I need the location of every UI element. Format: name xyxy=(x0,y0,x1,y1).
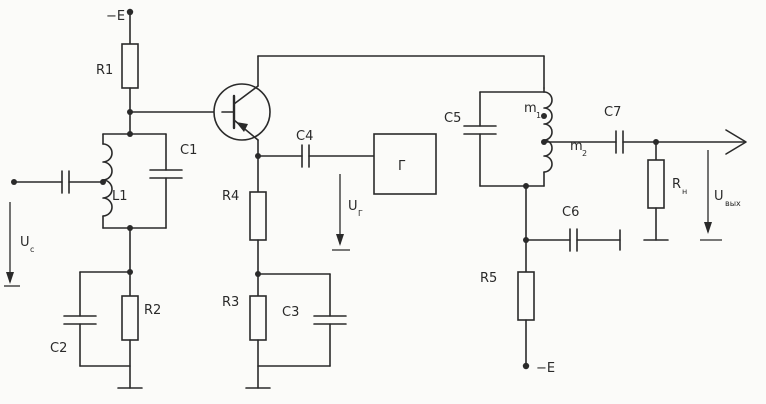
u-input-label: U xyxy=(20,235,30,250)
c7-label: C7 xyxy=(604,105,621,120)
c1-label: C1 xyxy=(180,143,197,158)
generator-label: Г xyxy=(398,159,406,174)
node-tap-m1 xyxy=(541,113,547,119)
m1-label: m xyxy=(524,101,537,116)
supply-label-bottom: −E xyxy=(536,361,555,376)
r3-label: R3 xyxy=(222,295,239,310)
l1-label: L1 xyxy=(112,189,128,204)
u-generator-label: U xyxy=(348,199,358,214)
capacitor-c1: C1 xyxy=(149,143,197,179)
resistor-r2: R2 xyxy=(121,295,161,341)
c4-label: C4 xyxy=(296,129,313,144)
capacitor-c5: C5 xyxy=(444,111,497,135)
inductor-output xyxy=(543,87,553,187)
voltage-arrow-generator: U Г xyxy=(332,174,363,251)
capacitor-c3: C3 xyxy=(282,305,347,325)
voltage-arrow-input: U c xyxy=(4,202,34,287)
supply-label-top: −E xyxy=(106,9,125,24)
u-generator-subscript: Г xyxy=(358,209,363,218)
r2-label: R2 xyxy=(144,303,161,318)
resistor-r3: R3 xyxy=(222,295,267,341)
c3-label: C3 xyxy=(282,305,299,320)
inductor-l1: L1 xyxy=(102,143,128,217)
u-output-label: U xyxy=(714,189,724,204)
c6-label: C6 xyxy=(562,205,579,220)
voltage-arrow-output: U вых xyxy=(700,150,741,241)
capacitor-c6: C6 xyxy=(562,205,579,252)
output-arrow xyxy=(725,129,747,155)
capacitor-c2: C2 xyxy=(50,315,97,356)
capacitor-input xyxy=(61,170,70,194)
resistor-r4: R4 xyxy=(222,189,267,241)
supply-bottom-right: −E xyxy=(522,361,555,376)
resistor-rn: R н xyxy=(647,159,687,209)
m2-subscript: 2 xyxy=(582,149,587,158)
r1-label: R1 xyxy=(96,63,113,78)
m1-subscript: 1 xyxy=(536,111,541,120)
generator: Г xyxy=(373,133,437,195)
c5-label: C5 xyxy=(444,111,461,126)
r5-label: R5 xyxy=(480,271,497,286)
u-output-subscript: вых xyxy=(725,199,741,208)
c2-label: C2 xyxy=(50,341,67,356)
capacitor-c7: C7 xyxy=(604,105,624,154)
supply-top-left: −E xyxy=(106,8,134,24)
rn-label: R xyxy=(672,177,681,192)
r4-label: R4 xyxy=(222,189,239,204)
rn-subscript: н xyxy=(682,187,687,196)
capacitor-c4: C4 xyxy=(296,129,313,168)
resistor-r5: R5 xyxy=(480,271,535,321)
u-input-subscript: c xyxy=(30,245,34,254)
resistor-r1: R1 xyxy=(96,43,139,89)
transistor xyxy=(213,83,271,141)
